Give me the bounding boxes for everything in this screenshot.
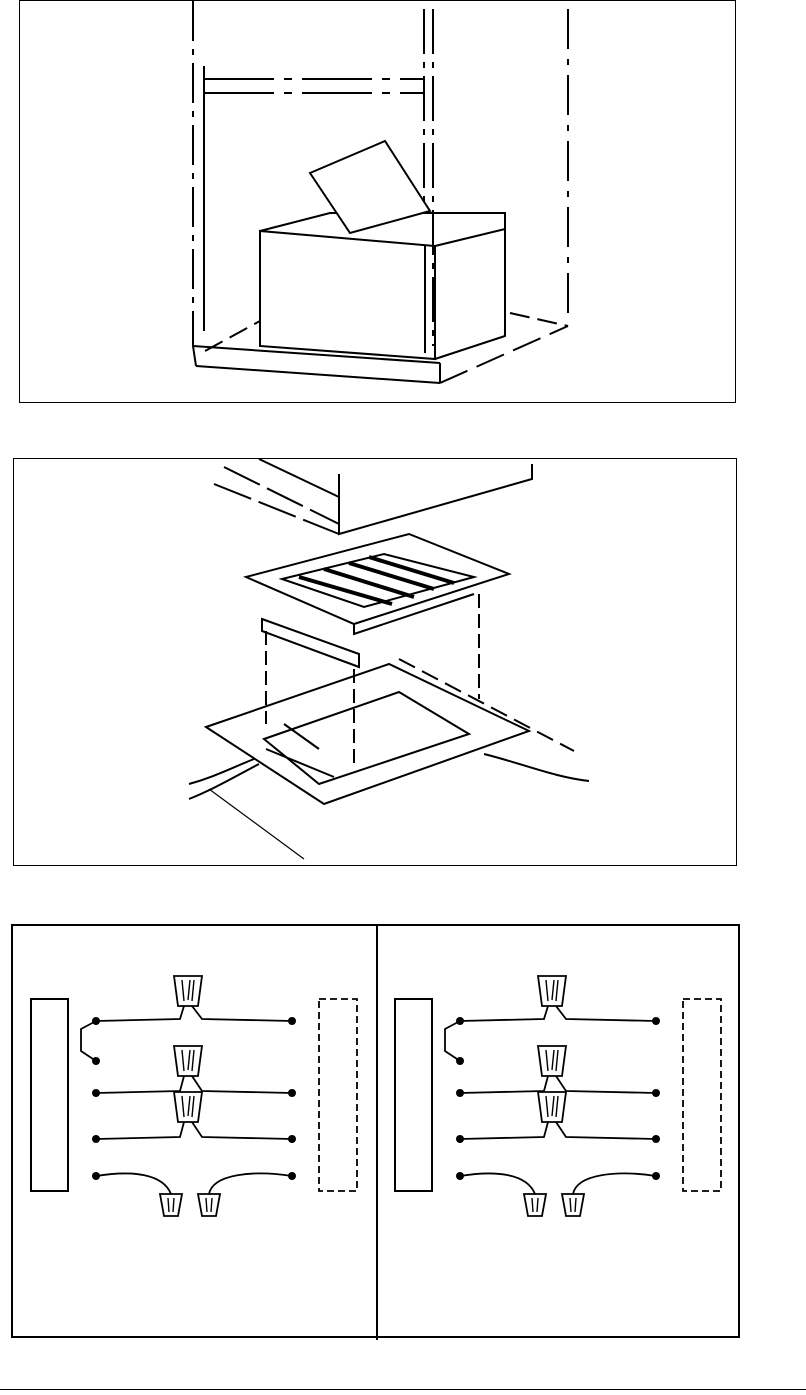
right-wire-connector-icon-body (538, 1046, 566, 1076)
left-wire-connector-icon-rib (168, 1198, 169, 1212)
base-rear-right-dash (510, 313, 568, 326)
floor-opening-inner (264, 692, 469, 784)
right-wire (460, 1076, 548, 1093)
right-wire-connector-icon-body (538, 1092, 566, 1122)
right-wire-connector-icon-rib (570, 1198, 571, 1212)
right-remote-block (683, 999, 721, 1191)
base-top-front (193, 346, 440, 363)
wiring-diagram-right (395, 976, 721, 1216)
floor-rough-right (484, 754, 589, 781)
left-wire-connector-icon-body (174, 976, 202, 1006)
left-wire (209, 1173, 292, 1194)
left-wire (192, 1076, 292, 1093)
right-wire-connector-icon (538, 1046, 566, 1076)
cabinet-installation-figure (19, 0, 736, 403)
right-wire-connector-icon-rib (532, 1198, 533, 1212)
left-wire-connector-icon (160, 1194, 182, 1216)
left-wire-connector-icon-body (198, 1194, 220, 1216)
left-wire (96, 1076, 184, 1093)
appliance-front-face (260, 231, 435, 359)
right-wire (460, 1006, 548, 1021)
left-wire (96, 1122, 184, 1139)
left-terminal-block (31, 999, 68, 1191)
left-wire-connector-icon (174, 1046, 202, 1076)
left-wire-connector-icon (174, 976, 202, 1006)
right-wire-connector-icon-body (538, 976, 566, 1006)
wiring-diagrams-drawing (13, 926, 742, 1340)
register-bracket (262, 619, 359, 667)
floor-register-figure (13, 458, 737, 866)
floor-joist-line (209, 789, 304, 859)
base-left-edge (193, 346, 196, 366)
left-wire (192, 1006, 292, 1021)
left-wire-connector-icon-body (160, 1194, 182, 1216)
right-wire (556, 1006, 656, 1021)
right-jumper-wire (445, 1021, 460, 1061)
base-front-edge (196, 366, 440, 383)
opening-edge-inner (284, 724, 319, 749)
left-wire-connector-icon (174, 1092, 202, 1122)
right-wire-connector-icon-rib (575, 1198, 576, 1212)
right-wire (556, 1122, 656, 1139)
appliance-side-face (435, 229, 505, 359)
register-grille-bars (299, 557, 454, 604)
left-wire-connector-icon-body (174, 1092, 202, 1122)
right-wire (556, 1076, 656, 1093)
floor-register-drawing (14, 459, 738, 867)
cabinet-installation-drawing (20, 1, 737, 404)
wiring-diagrams-figure (11, 924, 740, 1338)
floor-opening-outer (206, 664, 529, 804)
wiring-diagram-left (31, 976, 357, 1216)
left-wire-connector-icon-rib (173, 1198, 174, 1212)
left-wire-connector-icon-rib (206, 1198, 207, 1212)
right-wire-connector-icon (562, 1194, 584, 1216)
page-footer-rule (0, 1389, 806, 1390)
right-wire-connector-icon (538, 1092, 566, 1122)
right-wire-connector-icon (538, 976, 566, 1006)
right-wire (460, 1173, 535, 1194)
right-wire-connector-icon-body (562, 1194, 584, 1216)
right-wire-connector-icon-body (524, 1194, 546, 1216)
right-wire (460, 1122, 548, 1139)
left-wire-connector-icon (198, 1194, 220, 1216)
left-wire-connector-icon-body (174, 1046, 202, 1076)
left-wire-connector-icon-rib (211, 1198, 212, 1212)
floor-dash (399, 659, 574, 751)
left-wire (96, 1006, 184, 1021)
instruction-card (310, 141, 430, 233)
right-terminal-block (395, 999, 432, 1191)
right-wire (573, 1173, 656, 1194)
left-wire (96, 1173, 171, 1194)
left-jumper-wire (81, 1021, 96, 1061)
left-wire (192, 1122, 292, 1139)
right-wire-connector-icon (524, 1194, 546, 1216)
appliance-dash-2 (214, 484, 339, 534)
left-remote-block (319, 999, 357, 1191)
appliance-base (339, 464, 532, 534)
right-wire-connector-icon-rib (537, 1198, 538, 1212)
